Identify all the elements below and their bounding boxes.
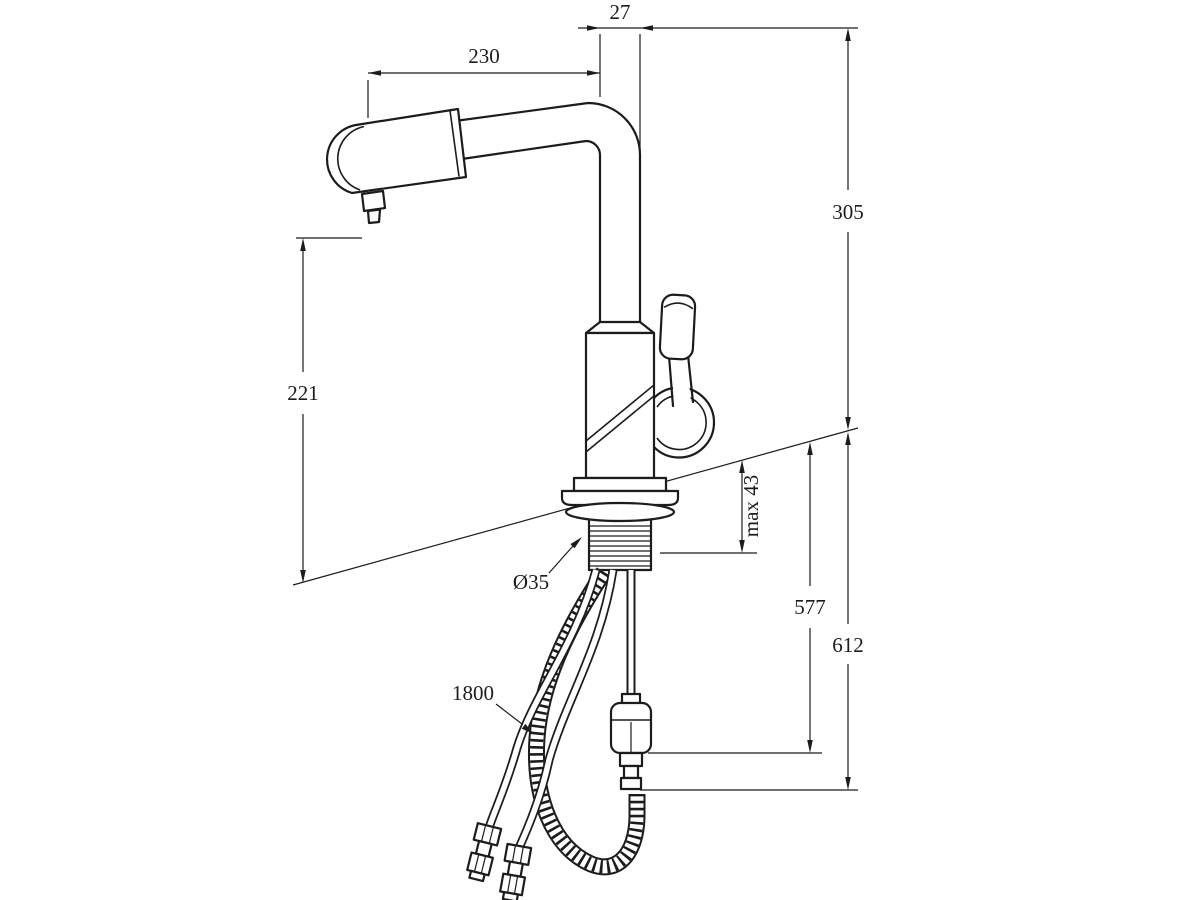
arrowhead-bottom xyxy=(845,777,851,790)
handle xyxy=(652,293,716,459)
spray-head xyxy=(326,107,468,195)
supply-hose-right xyxy=(499,569,618,900)
dimension-height-above-counter: 305 xyxy=(832,28,864,430)
arrowhead-left xyxy=(587,25,600,31)
aerator-tip xyxy=(366,208,382,225)
mounting-hardware xyxy=(560,476,680,572)
arrowhead-bottom xyxy=(739,540,745,553)
riser-flare xyxy=(584,320,656,335)
handle-grip-cap-line xyxy=(663,302,694,310)
hose-connector-nut xyxy=(618,751,644,768)
base-ring xyxy=(572,476,668,493)
supply-hose-left-fitting xyxy=(466,822,503,883)
shank-threads xyxy=(590,525,650,567)
leader-line xyxy=(495,703,523,725)
label-diameter-35: Ø35 xyxy=(513,570,549,594)
label-1800: 1800 xyxy=(452,681,494,705)
handle-grip xyxy=(658,293,697,361)
supply-hose-left-core xyxy=(486,569,599,829)
spout-outer-edge xyxy=(453,101,642,324)
pullout-hose-and-weight xyxy=(609,570,653,791)
dimension-spout-clearance: 221 xyxy=(287,237,362,583)
leader-line xyxy=(548,545,574,574)
dimension-pipe-diameter: 27 xyxy=(578,0,858,150)
dimension-max-counter-thickness: max 43 xyxy=(660,460,763,554)
mounting-washer xyxy=(564,501,676,523)
label-hose-length: 1800 xyxy=(452,681,534,734)
dimension-hose-drop-outer: 612 xyxy=(640,432,864,791)
arrowhead-top xyxy=(845,28,851,41)
base-plate xyxy=(560,489,680,507)
arrowhead-left xyxy=(368,70,381,76)
arrowhead-right xyxy=(587,70,600,76)
dimension-max43-label: max 43 xyxy=(739,475,763,537)
hose-connector-tube xyxy=(622,764,640,780)
leader-arrowhead xyxy=(570,537,582,549)
swivel-seam-line-1 xyxy=(585,395,655,453)
dimension-27-label: 27 xyxy=(610,0,631,24)
spray-head-ring xyxy=(337,125,365,191)
swivel-seam-line-2 xyxy=(585,384,655,442)
arrowhead-top xyxy=(807,442,813,455)
dimension-305-label: 305 xyxy=(832,200,864,224)
label-mounting-hole: Ø35 xyxy=(513,537,582,594)
arrowhead-top xyxy=(300,238,306,251)
arrowhead-bottom xyxy=(300,570,306,583)
leader-arrowhead xyxy=(521,723,534,734)
hoses xyxy=(466,567,653,900)
aerator-nozzle xyxy=(360,189,387,213)
hose-connector-end xyxy=(619,776,643,791)
dimension-612-label: 612 xyxy=(832,633,864,657)
handle-stem-right-edge xyxy=(686,353,695,404)
arrowhead-top xyxy=(845,432,851,445)
supply-hose-right-core xyxy=(516,569,616,850)
dimension-221-label: 221 xyxy=(287,381,319,405)
supply-hose-left xyxy=(466,568,601,883)
dimension-577-label: 577 xyxy=(794,595,826,619)
faucet xyxy=(326,101,716,900)
arrowhead-top xyxy=(739,460,745,473)
supply-hose-right-fitting xyxy=(499,842,533,900)
dimension-spout-reach: 230 xyxy=(367,44,600,118)
handle-stem-left-edge xyxy=(667,354,675,408)
faucet-body-cylinder xyxy=(584,331,656,480)
arrowhead-right xyxy=(640,25,653,31)
arrowhead-bottom xyxy=(807,740,813,753)
dimension-230-label: 230 xyxy=(468,44,500,68)
spray-head-collar-line xyxy=(449,110,460,177)
arrowhead-bottom xyxy=(845,417,851,430)
dimension-hose-drop-inner: 577 xyxy=(648,442,826,754)
handle-stem-fill xyxy=(671,355,691,405)
spout-inner-edge xyxy=(453,139,602,324)
